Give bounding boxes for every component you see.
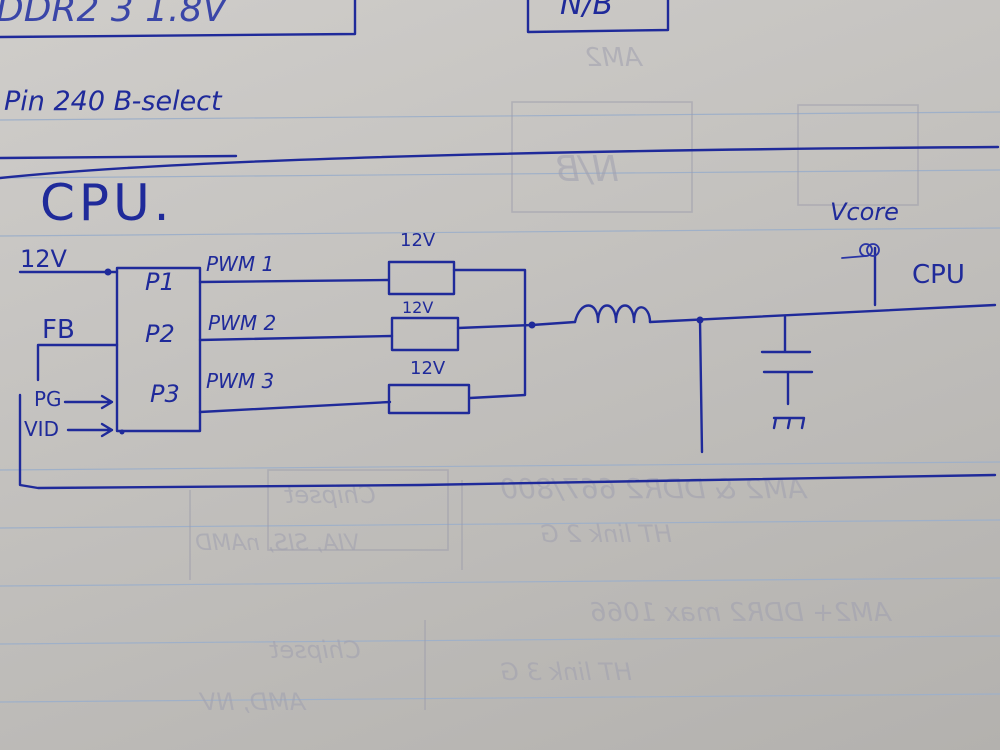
section-divider [0, 145, 1000, 180]
label-phase1-supply: 12V [400, 230, 436, 251]
vcore-tap-tail [841, 255, 867, 259]
wire-phase2-out [456, 323, 534, 330]
vcore-test-point [859, 243, 873, 257]
controller-pin-2: P2 [145, 320, 175, 348]
wire-fb-input [36, 343, 119, 382]
top-note-box-edge [0, 0, 357, 39]
label-cpu-load: CPU [912, 260, 965, 290]
label-pg: PG [34, 387, 62, 411]
phase-driver-3 [387, 383, 471, 415]
pin-note: Pin 240 B-select [4, 86, 222, 117]
output-capacitor [760, 315, 814, 430]
bleed-through-marks [189, 101, 919, 710]
ruled-lines [0, 111, 1000, 703]
label-phase3-supply: 12V [410, 358, 446, 379]
wire-to-inductor [530, 320, 577, 327]
label-fb: FB [42, 315, 75, 345]
label-vid: VID [24, 417, 59, 441]
wire-pwm3 [198, 400, 392, 414]
controller-pin-1: P1 [145, 268, 175, 296]
junction-dot [104, 268, 112, 276]
arrow-vid [66, 422, 114, 438]
phase-driver-1 [387, 260, 456, 296]
wire-output-rail [648, 303, 997, 324]
output-inductor [573, 304, 652, 324]
wire-pwm2 [198, 334, 394, 342]
wire-pwm1 [198, 278, 390, 284]
label-12v-input: 12V [20, 245, 67, 273]
label-phase2-supply: 12V [402, 298, 434, 317]
top-note-box [526, 0, 670, 34]
top-box-note: N/B [560, 0, 614, 22]
controller-pin-3: P3 [150, 380, 180, 408]
label-pwm2: PWM 2 [208, 311, 277, 335]
label-vcore: Vcore [830, 198, 899, 226]
junction-dot [119, 429, 125, 435]
wire-phase-merge [452, 268, 527, 400]
wire-feedback-return [18, 393, 997, 490]
pwm-controller-block [115, 266, 202, 433]
label-pwm3: PWM 3 [206, 369, 275, 393]
vcore-test-point [866, 243, 880, 257]
page-title: CPU. [40, 174, 174, 232]
wire-rail-to-feedback [698, 318, 704, 454]
arrow-pg [63, 394, 114, 410]
top-left-note: DDR2 3 1.8V [0, 0, 228, 30]
label-pwm1: PWM 1 [206, 252, 275, 276]
phase-driver-2 [390, 316, 460, 352]
